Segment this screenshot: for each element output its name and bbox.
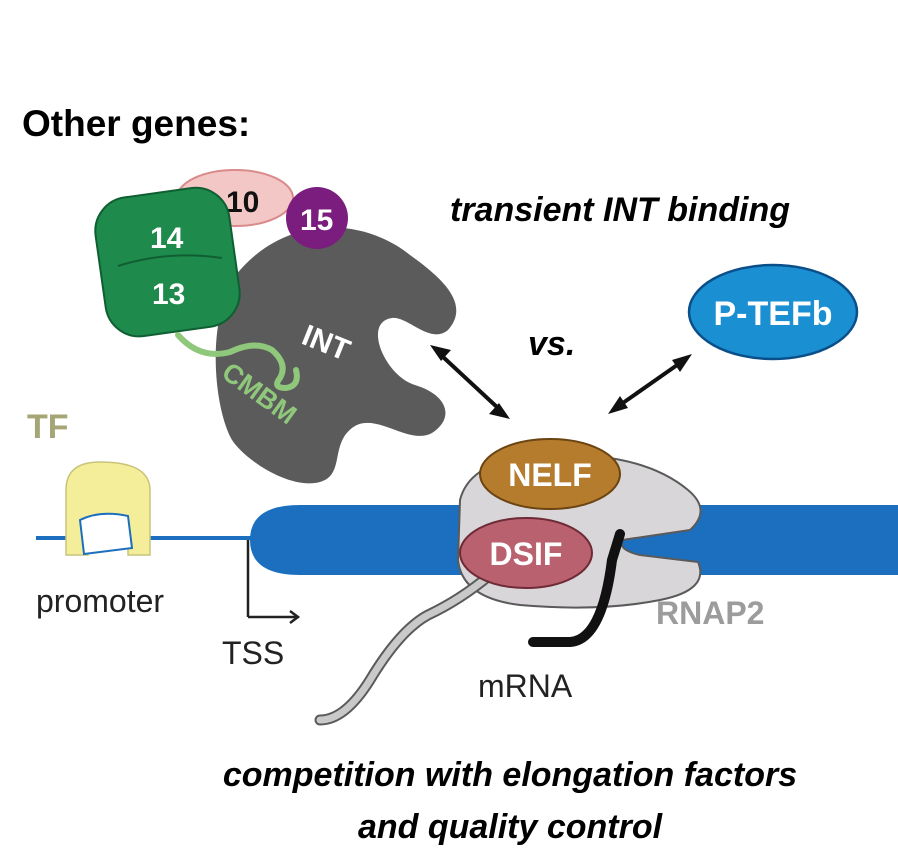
- tss-label: TSS: [222, 635, 284, 671]
- ptefb-label: P-TEFb: [714, 295, 833, 333]
- int-nelf-arrow: [430, 345, 510, 419]
- dsif-label: DSIF: [490, 536, 563, 572]
- nelf-label: NELF: [508, 457, 592, 493]
- caption-line-1: competition with elongation factors: [223, 756, 797, 794]
- heading: Other genes:: [22, 103, 250, 144]
- subunit-14-13: [94, 186, 241, 338]
- promoter-label: promoter: [36, 583, 164, 619]
- subunit-14-label: 14: [150, 222, 184, 255]
- caption-line-2: and quality control: [358, 808, 664, 846]
- vs-label: vs.: [528, 325, 575, 363]
- transcription-factor: [65, 461, 151, 556]
- subunit-15-label: 15: [300, 204, 333, 237]
- mrna-label: mRNA: [478, 668, 573, 704]
- tf-label: TF: [27, 408, 69, 446]
- tss-arrow: [246, 540, 301, 624]
- mrna-strand: [528, 529, 625, 647]
- nelf: [479, 438, 621, 510]
- cmbm-tether: [175, 332, 300, 392]
- rnap2-label: RNAP2: [656, 595, 764, 631]
- transient-int-binding-label: transient INT binding: [450, 191, 790, 229]
- subunit-10-label: 10: [226, 186, 259, 219]
- subunit-15: [286, 187, 348, 249]
- subunit-13-label: 13: [152, 278, 185, 311]
- ptefb: [687, 263, 859, 361]
- dsif: [459, 517, 593, 589]
- ptefb-nelf-arrow: [608, 354, 692, 414]
- int-body: [215, 227, 457, 484]
